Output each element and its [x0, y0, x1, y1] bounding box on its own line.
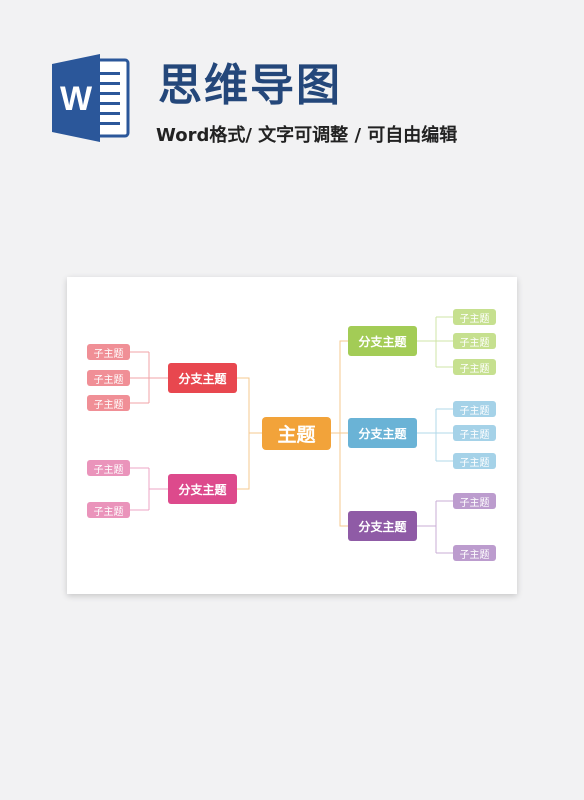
word-logo-icon: W [52, 52, 132, 144]
subtopic-blue-3[interactable]: 子主题 [453, 453, 496, 469]
subtopic-green-1[interactable]: 子主题 [453, 309, 496, 325]
main-topic[interactable]: 主题 [262, 417, 331, 450]
branch-topic-green[interactable]: 分支主题 [348, 326, 417, 356]
subtopic-purple-1[interactable]: 子主题 [453, 493, 496, 509]
subtopic-blue-2[interactable]: 子主题 [453, 425, 496, 441]
connector-lines [130, 316, 453, 554]
logo-letter: W [60, 80, 93, 118]
subtopic-green-2[interactable]: 子主题 [453, 333, 496, 349]
branch-topic-purple[interactable]: 分支主题 [348, 511, 417, 541]
subtopic-red-1[interactable]: 子主题 [87, 344, 130, 360]
page-subtitle: Word格式/ 文字可调整 / 可自由编辑 [156, 125, 458, 146]
subtopic-blue-1[interactable]: 子主题 [453, 401, 496, 417]
subtopic-pink-2[interactable]: 子主题 [87, 502, 130, 518]
mindmap-card: 主题 分支主题 子主题 子主题 子主题 分支主题 子主题 子主题 分支主题 子主… [67, 277, 517, 594]
branch-topic-blue[interactable]: 分支主题 [348, 418, 417, 448]
page-title: 思维导图 [158, 60, 342, 111]
subtopic-green-3[interactable]: 子主题 [453, 359, 496, 375]
subtopic-pink-1[interactable]: 子主题 [87, 460, 130, 476]
subtopic-red-3[interactable]: 子主题 [87, 395, 130, 411]
subtopic-red-2[interactable]: 子主题 [87, 370, 130, 386]
subtopic-purple-2[interactable]: 子主题 [453, 545, 496, 561]
branch-topic-red[interactable]: 分支主题 [168, 363, 237, 393]
branch-topic-pink[interactable]: 分支主题 [168, 474, 237, 504]
